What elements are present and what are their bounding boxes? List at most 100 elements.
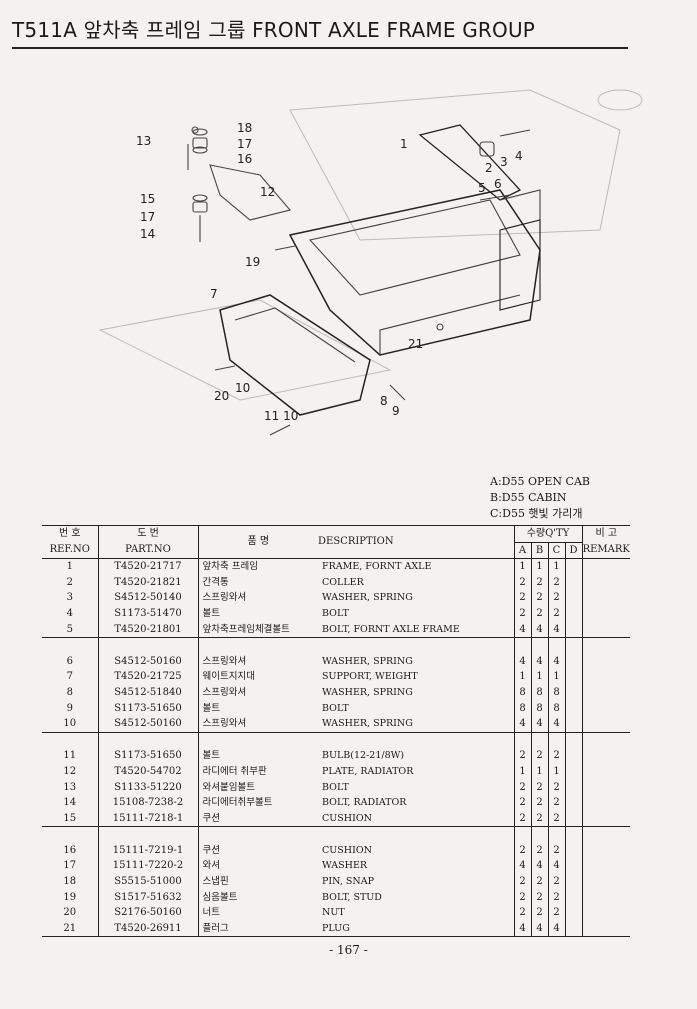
spacer-cell [42, 826, 99, 843]
cell-kor: 볼트 [202, 750, 220, 762]
cell-ref: 16 [42, 842, 99, 859]
cell-b: 2 [531, 748, 549, 764]
cell-kor: 라디에터 취부판 [202, 765, 267, 777]
cell-b: 2 [531, 842, 549, 859]
cell-desc: CUSHION [318, 842, 515, 859]
cell-a: 2 [514, 874, 532, 890]
cell-remark [582, 905, 630, 921]
spacer-cell [565, 826, 583, 843]
cell-a: 4 [514, 920, 532, 938]
header-qty-c: C [548, 542, 566, 560]
cell-part: S1173-51650 [98, 748, 199, 764]
cell-a: 2 [514, 889, 532, 906]
cell-remark [582, 621, 630, 639]
spacer-cell [548, 732, 566, 749]
cell-remark [582, 559, 630, 575]
spacer-cell [531, 732, 549, 749]
cell-c: 2 [548, 748, 566, 764]
cell-desc: WASHER, SPRING [318, 684, 515, 701]
callout-10: 10 [235, 381, 250, 395]
cell-b: 2 [531, 810, 549, 828]
cell-part: T4520-54702 [98, 763, 199, 780]
cell-ref: 19 [42, 889, 99, 906]
cell-c: 2 [548, 605, 566, 622]
cell-part: 15111-7218-1 [98, 810, 199, 828]
spacer-cell [318, 826, 515, 843]
cell-ref: 8 [42, 684, 99, 701]
cell-c: 4 [548, 621, 566, 639]
cell-c: 2 [548, 590, 566, 606]
callout-18: 18 [237, 121, 252, 135]
cell-d [565, 795, 583, 811]
header-part-kr: 도 번 [98, 525, 199, 543]
cell-d [565, 889, 583, 906]
header-remark-en: REMARK [582, 542, 630, 560]
cell-part: 15111-7219-1 [98, 842, 199, 859]
spacer-cell [531, 826, 549, 843]
cell-desc: COLLER [318, 574, 515, 591]
spacer-cell [548, 826, 566, 843]
cell-desc: SUPPORT, WEIGHT [318, 669, 515, 685]
cell-desc: PLUG [318, 920, 515, 938]
cell-d [565, 558, 583, 575]
cell-b: 2 [531, 574, 549, 591]
cell-remark [582, 748, 630, 764]
spacer-cell [98, 732, 199, 749]
spacer-cell [98, 826, 199, 843]
cell-b: 1 [531, 558, 549, 575]
cell-c: 1 [548, 558, 566, 575]
cell-b: 2 [531, 795, 549, 811]
cell-kor: 쿠션 [202, 844, 220, 856]
cell-part: T4520-26911 [98, 920, 199, 938]
cell-part: T4520-21717 [98, 558, 199, 575]
cell-d [565, 653, 583, 670]
cell-desc: WASHER, SPRING [318, 653, 515, 670]
cell-b: 8 [531, 700, 549, 717]
cell-remark [582, 795, 630, 811]
callout-11-10: 11 10 [264, 409, 298, 423]
cell-desc: WASHER [318, 858, 515, 875]
cell-d [565, 716, 583, 733]
cell-a: 2 [514, 779, 532, 796]
cell-part: S4512-50140 [98, 590, 199, 606]
row-spacer [42, 826, 630, 843]
cell-part: T4520-21821 [98, 574, 199, 591]
page-title: T511A 앞차축 프레임 그룹 FRONT AXLE FRAME GROUP [12, 18, 536, 42]
cell-ref: 13 [42, 779, 99, 796]
cell-b: 4 [531, 621, 549, 639]
cell-part: 15108-7238-2 [98, 795, 199, 811]
cell-c: 2 [548, 779, 566, 796]
cell-remark [582, 701, 630, 717]
cell-ref: 15 [42, 810, 99, 828]
cell-b: 2 [531, 590, 549, 606]
cell-desc: BOLT [318, 700, 515, 717]
header-ref-en: REF.NO [42, 542, 99, 560]
cell-ref: 9 [42, 700, 99, 717]
cell-d [565, 874, 583, 890]
cell-remark [582, 874, 630, 890]
cell-ref: 14 [42, 795, 99, 811]
cell-remark [582, 858, 630, 874]
cell-kor: 앞차축 프레임 [202, 561, 258, 573]
cell-c: 2 [548, 810, 566, 828]
cell-desc: CUSHION [318, 810, 515, 828]
cell-desc: BOLT [318, 779, 515, 796]
cell-a: 2 [514, 842, 532, 859]
cell-d [565, 748, 583, 764]
callout-15: 15 [140, 192, 155, 206]
row-spacer [42, 732, 630, 749]
header-qty-d: D [565, 542, 583, 560]
cell-desc: BOLT [318, 605, 515, 622]
cell-d [565, 605, 583, 622]
cell-c: 4 [548, 920, 566, 938]
callout-19: 19 [245, 255, 260, 269]
cell-d [565, 842, 583, 859]
cell-b: 4 [531, 920, 549, 938]
